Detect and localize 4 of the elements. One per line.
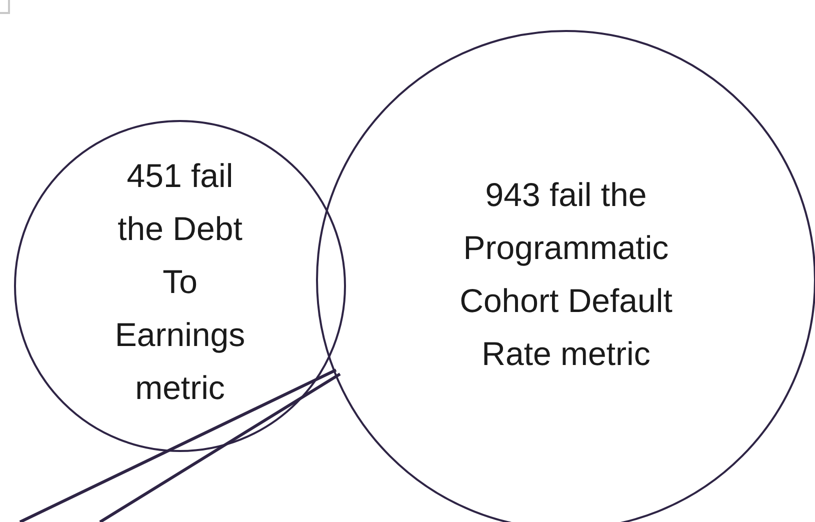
- set-label: 451 fail the Debt To Earnings metric: [114, 156, 246, 408]
- set-circle: [316, 30, 815, 522]
- set-circle: [14, 120, 346, 452]
- set-label: 943 fail the Programmatic Cohort Default Rate metric: [458, 175, 674, 374]
